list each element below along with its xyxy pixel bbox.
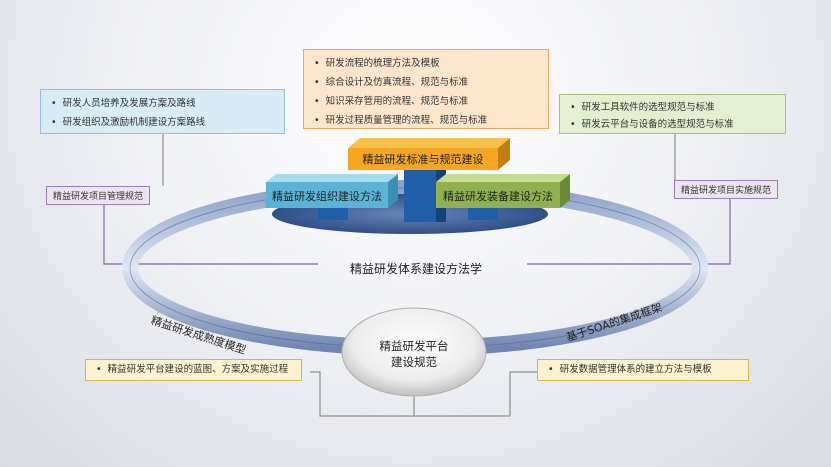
equipment-block-label: 精益研发装备建设方法 (443, 190, 553, 203)
process-standards-box: 研发流程的梳理方法及模板 综合设计及仿真流程、规范与标准 知识采存管用的流程、规… (303, 49, 549, 129)
project-management-tag: 精益研发项目管理规范 (46, 186, 151, 205)
center-pillar (404, 170, 436, 222)
list-item: 研发数据管理体系的建立方法与模板 (548, 364, 738, 376)
hub-title-line2: 建设规范 (391, 355, 437, 369)
platform-hub (341, 307, 487, 397)
equipment-block (436, 182, 560, 208)
list-item: 研发云平台与设备的选型规范与标准 (570, 116, 775, 133)
list-item: 精益研发平台建设的蓝图、方案及实施过程 (96, 364, 291, 376)
data-management-box: 研发数据管理体系的建立方法与模板 (537, 359, 749, 381)
list-item: 研发工具软件的选型规范与标准 (570, 99, 775, 116)
hub-title-line1: 精益研发平台 (379, 339, 449, 353)
organization-block (266, 182, 388, 208)
project-implementation-tag: 精益研发项目实施规范 (674, 180, 779, 199)
organization-block-label: 精益研发组织建设方法 (272, 190, 382, 203)
list-item: 研发过程质量管理的流程、规范与标准 (314, 111, 538, 130)
connector-lines (162, 134, 676, 417)
equipment-standards-box: 研发工具软件的选型规范与标准 研发云平台与设备的选型规范与标准 (559, 94, 786, 134)
list-item: 综合设计及仿真流程、规范与标准 (314, 73, 538, 92)
list-item: 知识采存管用的流程、规范与标准 (314, 92, 538, 111)
tag-connectors (103, 196, 731, 265)
platform-blueprint-box: 精益研发平台建设的蓝图、方案及实施过程 (85, 359, 302, 381)
standard-block-label: 精益研发标准与规范建设 (362, 153, 484, 166)
list-item: 研发流程的梳理方法及模板 (314, 54, 538, 73)
methodology-title: 精益研发体系建设方法学 (350, 262, 483, 276)
organization-plans-box: 研发人员培养及发展方案及路线 研发组织及激励机制建设方案路线 (40, 89, 285, 134)
list-item: 研发人员培养及发展方案及路线 (51, 94, 274, 113)
list-item: 研发组织及激励机制建设方案路线 (51, 113, 274, 132)
standard-block (348, 148, 498, 170)
